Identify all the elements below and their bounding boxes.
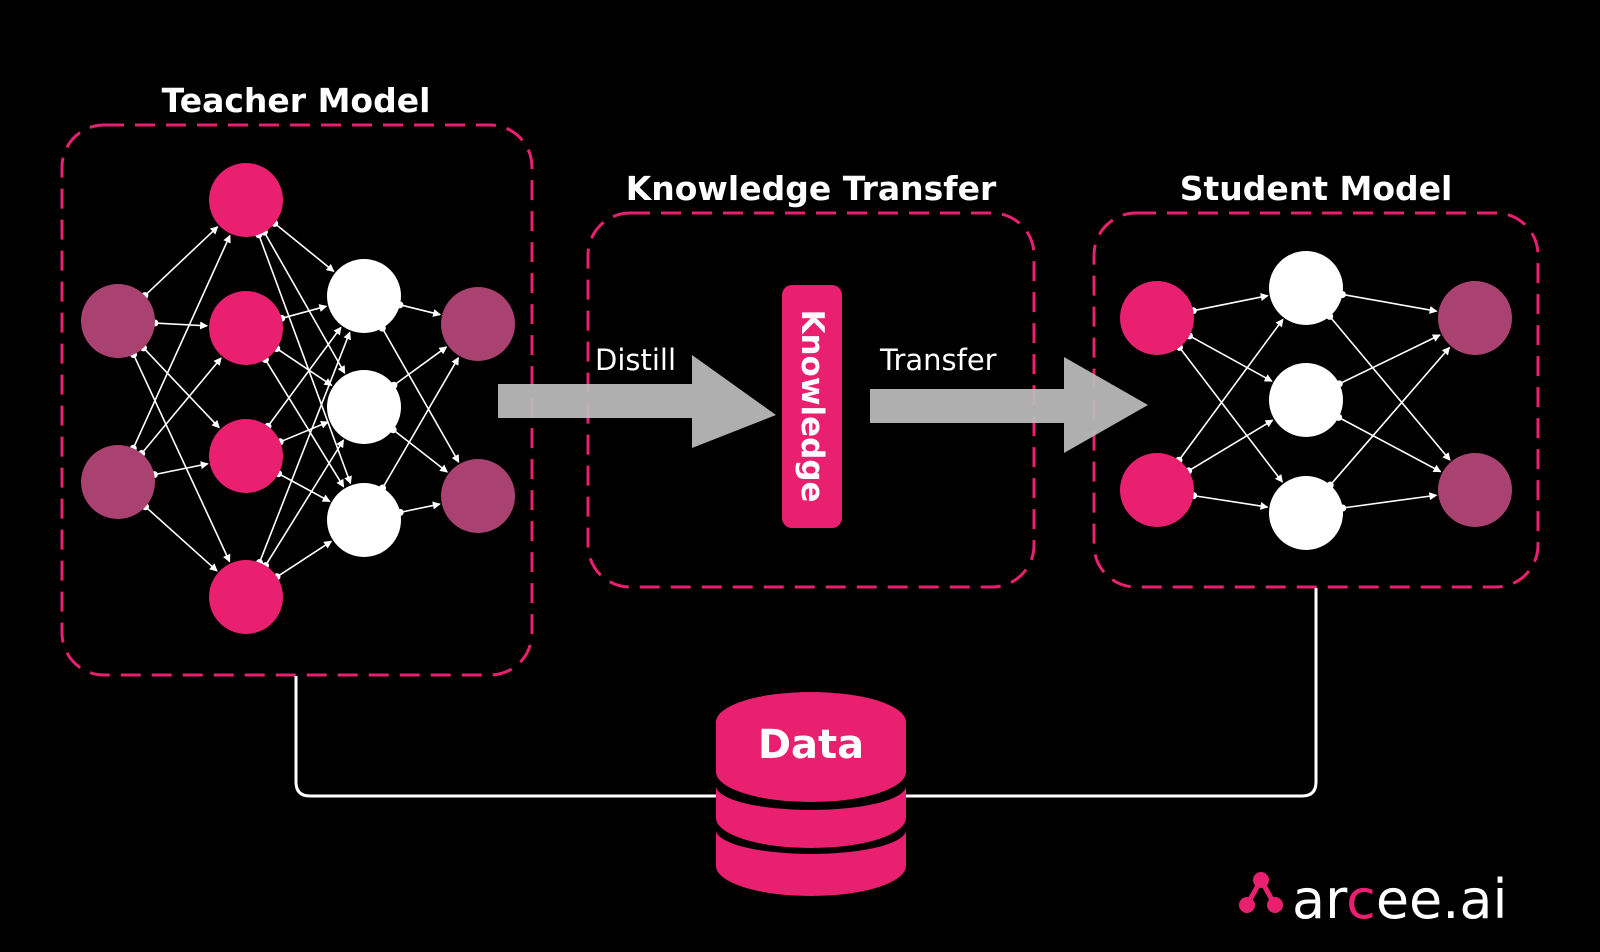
teacher-edge [278, 472, 331, 503]
teacher-edge [144, 226, 219, 297]
student-edge [1178, 346, 1283, 483]
teacher-edge [276, 347, 333, 386]
student-model-title: Student Model [1180, 169, 1453, 208]
knowledge-pill [782, 285, 842, 528]
teacher-edge [381, 356, 460, 489]
teacher-edge [144, 506, 218, 572]
student-edge [1193, 494, 1269, 510]
teacher-edge [141, 357, 222, 455]
teacher-node [81, 445, 155, 519]
knowledge-transfer-title: Knowledge Transfer [626, 169, 997, 208]
teacher-edge [400, 501, 441, 514]
teacher-edge [142, 347, 220, 429]
brand-wordmark: arcee.ai [1292, 868, 1508, 931]
teacher-node [81, 284, 155, 358]
teacher-edge [279, 420, 329, 443]
teacher-edge [263, 231, 346, 374]
transfer-arrow-shape [870, 357, 1148, 453]
teacher-edge [392, 429, 449, 473]
teacher-node [441, 459, 515, 533]
brand-suffix: ee.ai [1376, 868, 1508, 931]
student-node [1120, 453, 1194, 527]
student-node [1438, 453, 1512, 527]
teacher-model-panel: Teacher Model [60, 81, 534, 677]
teacher-model-border [60, 123, 534, 677]
teacher-edge [132, 234, 231, 449]
student-node [1438, 281, 1512, 355]
teacher-node [327, 370, 401, 444]
student-edge [1193, 293, 1269, 312]
knowledge-block: Knowledge [782, 285, 842, 528]
teacher-node [209, 291, 283, 365]
student-node [1269, 476, 1343, 550]
student-network [1120, 251, 1512, 550]
student-edge [1329, 315, 1451, 461]
teacher-node [209, 419, 283, 493]
teacher-edge [381, 327, 460, 463]
transfer-arrow: Transfer [870, 343, 1148, 453]
student-node [1269, 363, 1343, 437]
distill-label: Distill [595, 343, 676, 377]
knowledge-label: Knowledge [794, 309, 830, 502]
student-edge [1188, 419, 1274, 472]
student-node [1269, 251, 1343, 325]
student-edge [1189, 335, 1273, 382]
arcee-logo-icon [1239, 872, 1283, 913]
teacher-node [327, 259, 401, 333]
student-edge [1329, 346, 1451, 486]
distill-arrow: Distill [498, 343, 776, 448]
student-node [1120, 281, 1194, 355]
teacher-node [209, 560, 283, 634]
database-icon: Data [716, 692, 906, 896]
teacher-edge [154, 461, 209, 476]
teacher-node [327, 483, 401, 557]
brand-logo: arcee.ai [1239, 868, 1508, 931]
teacher-edge [154, 321, 209, 330]
teacher-edge [399, 304, 442, 317]
teacher-edge [393, 346, 448, 386]
teacher-edge [274, 222, 335, 273]
transfer-label: Transfer [879, 343, 997, 377]
teacher-edge [267, 326, 342, 427]
teacher-node [441, 287, 515, 361]
teacher-edge [264, 439, 345, 566]
teacher-edge [258, 234, 352, 485]
teacher-edge [264, 359, 345, 488]
teacher-edge [276, 540, 333, 578]
teacher-edge [132, 354, 231, 563]
brand-prefix: ar [1292, 868, 1348, 931]
teacher-model-title: Teacher Model [162, 81, 431, 120]
teacher-network [81, 163, 515, 634]
teacher-edge [281, 304, 328, 320]
student-model-panel: Student Model [1092, 169, 1540, 589]
data-label: Data [758, 722, 864, 768]
student-edge [1338, 334, 1441, 385]
student-edge [1338, 416, 1442, 473]
teacher-edge [258, 331, 351, 563]
student-edge [1342, 492, 1438, 509]
teacher-node [209, 163, 283, 237]
distill-arrow-shape [498, 355, 776, 448]
student-edge [1342, 293, 1438, 314]
student-edge [1178, 318, 1284, 461]
brand-accent-letter: c [1346, 868, 1376, 931]
